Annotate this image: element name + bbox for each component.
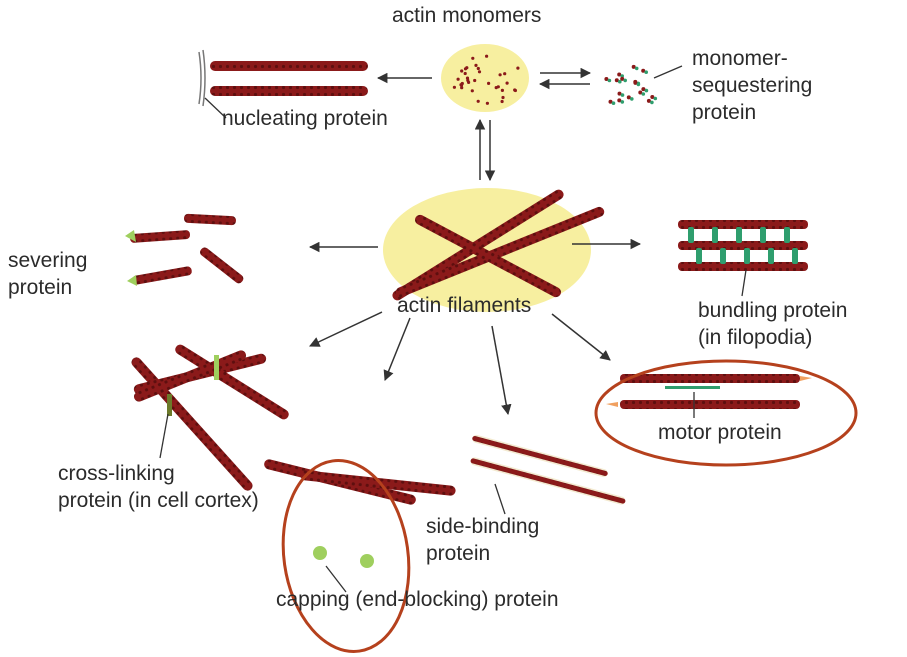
monomer-dot [465, 66, 469, 70]
label-capping-protein: capping (end-blocking) protein [276, 588, 559, 611]
monomer-sequestering-dots [604, 64, 658, 105]
sequestering-protein [620, 74, 624, 78]
label-monomer-sequestering-line2: sequestering [692, 74, 813, 97]
bundling-protein-group [678, 220, 808, 297]
label-actin-monomers: actin monomers [392, 4, 542, 27]
sequestering-protein [636, 82, 641, 87]
severing-protein-group [125, 213, 244, 286]
sequestering-protein [620, 93, 625, 97]
monomer-dot [463, 71, 467, 76]
sequestered-monomer [646, 98, 651, 103]
sequestered-monomer [617, 72, 622, 77]
sequestering-protein [618, 79, 622, 84]
label-monomer-sequestering-line1: monomer- [692, 47, 788, 70]
monomer-dot [474, 63, 478, 67]
cross-linking-network [131, 344, 289, 491]
monomer-dot [503, 72, 507, 76]
sequestered-monomer [614, 78, 619, 83]
monomer-dot [516, 66, 520, 70]
sequestering-protein [644, 88, 649, 93]
monomer-dot [476, 99, 480, 103]
monomer-dot [460, 81, 464, 86]
monomer-dot [500, 99, 504, 104]
monomer-dot [487, 81, 491, 85]
label-nucleating-protein: nucleating protein [222, 107, 388, 130]
bundling-crosslink [784, 227, 790, 243]
sequestered-monomer [604, 77, 609, 81]
label-monomer-sequestering-line3: protein [692, 101, 757, 124]
side-binding-protein-group [470, 434, 626, 515]
sequestered-monomer [641, 68, 646, 73]
sequestered-monomer [626, 95, 631, 100]
bundling-crosslink [712, 227, 718, 243]
monomer-dot [456, 77, 460, 81]
label-motor-protein: motor protein [658, 421, 782, 444]
sequestering-protein [630, 97, 634, 101]
sequestered-monomer [631, 64, 636, 69]
motor-protein-group [594, 359, 858, 467]
sequestering-protein [641, 92, 646, 96]
monomer-dot [500, 88, 504, 92]
sequestered-monomer [617, 91, 622, 96]
sequestering-protein [607, 78, 612, 83]
monomer-dot [477, 70, 482, 74]
monomer-dot [460, 86, 464, 90]
monomer-dot [471, 56, 475, 60]
label-actin-filaments: actin filaments [397, 294, 532, 317]
monomer-dot [473, 78, 477, 83]
label-bundling-line1: bundling protein [698, 299, 848, 322]
monomer-dot [485, 101, 489, 105]
label-cross-linking-line1: cross-linking [58, 462, 175, 485]
sequestered-monomer [608, 99, 613, 104]
bundling-crosslink [744, 248, 750, 264]
monomer-dot [505, 81, 509, 85]
bundling-crosslink [760, 227, 766, 243]
label-severing-line1: severing [8, 249, 88, 272]
monomer-dot [452, 85, 456, 89]
capping-protein-group [264, 459, 456, 653]
sequestering-protein [620, 100, 625, 104]
bundling-crosslink [720, 248, 726, 264]
monomer-dots [452, 54, 520, 105]
monomer-dot [485, 54, 489, 58]
bundling-crosslink [696, 248, 702, 264]
sequestered-monomer [633, 80, 638, 85]
actin-monomers-blob [441, 44, 529, 112]
sequestering-protein [623, 78, 627, 83]
arrows [308, 67, 642, 416]
actin-filaments-blob [383, 188, 605, 312]
sequestered-monomer [620, 76, 625, 81]
label-side-binding-line2: protein [426, 542, 491, 565]
label-cross-linking-line2: protein (in cell cortex) [58, 489, 259, 512]
bundling-crosslink [688, 227, 694, 243]
sequestering-protein [644, 70, 648, 74]
bundling-crosslink [792, 248, 798, 264]
sequestered-monomer [650, 95, 655, 99]
monomer-dot [513, 88, 518, 93]
nucleating-protein-group [198, 49, 368, 119]
sequestered-monomer [617, 98, 622, 103]
monomer-dot [498, 73, 502, 77]
bundling-crosslink [768, 248, 774, 264]
label-bundling-line2: (in filopodia) [698, 326, 813, 349]
monomer-dot [460, 69, 464, 73]
monomer-dot [470, 89, 474, 93]
sequestering-protein [611, 101, 616, 105]
sequestering-protein [634, 66, 639, 71]
monomer-dot [476, 66, 480, 71]
monomer-dot [501, 95, 505, 100]
sequestering-protein [650, 100, 654, 105]
sequestering-protein [653, 96, 658, 101]
monomer-dot [494, 86, 498, 90]
sequestered-monomer [638, 90, 643, 95]
bundling-crosslink [736, 227, 742, 243]
monomer-dot [466, 78, 470, 82]
sequestered-monomer [641, 87, 646, 92]
label-side-binding-line1: side-binding [426, 515, 540, 538]
label-severing-line2: protein [8, 276, 73, 299]
